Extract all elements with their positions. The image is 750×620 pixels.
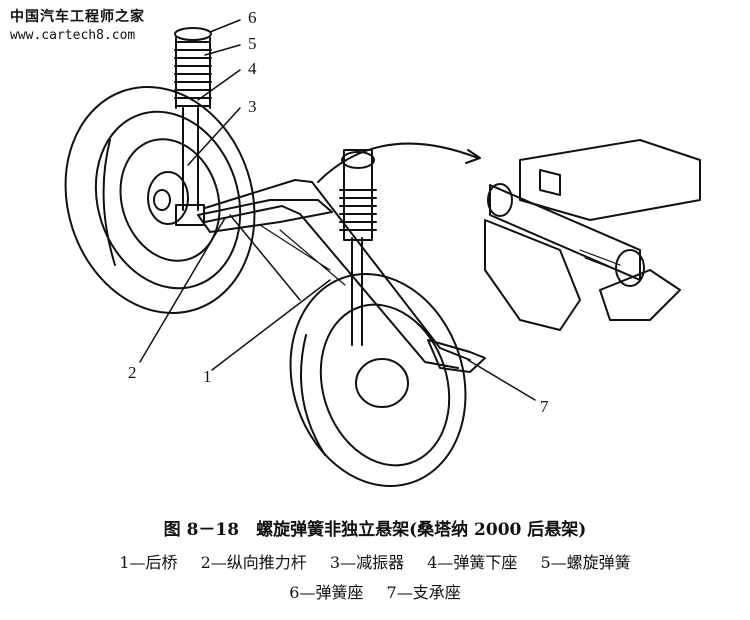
right-coil-spring xyxy=(339,189,377,231)
legend-item-1: 1—后桥 xyxy=(119,553,178,572)
watermark-site-name: 中国汽车工程师之家 xyxy=(10,9,145,25)
legend-row-2: 6—弹簧座 7—支承座 xyxy=(0,579,750,603)
right-shock-absorber xyxy=(343,149,373,346)
legend-item-3: 3—减振器 xyxy=(329,553,405,572)
right-top-spring-seat xyxy=(341,151,375,169)
left-wheel xyxy=(64,85,256,315)
legend-item-4: 4—弹簧下座 xyxy=(427,553,518,572)
suspension-diagram: 6 5 4 3 2 1 7 xyxy=(64,8,701,488)
callout-6: 6 xyxy=(248,8,257,27)
legend-item-2: 2—纵向推力杆 xyxy=(200,553,307,572)
legend-row-1: 1—后桥 2—纵向推力杆 3—减振器 4—弹簧下座 5—螺旋弹簧 xyxy=(0,549,750,573)
leader-lines xyxy=(139,19,536,401)
bushing-detail xyxy=(484,139,701,331)
legend-item-6: 6—弹簧座 xyxy=(289,583,364,602)
right-wheel xyxy=(289,272,467,488)
callout-1: 1 xyxy=(203,367,212,386)
watermark: 中国汽车工程师之家 www.cartech8.com xyxy=(10,6,145,43)
left-shock-absorber xyxy=(175,107,205,226)
callout-3: 3 xyxy=(248,97,257,116)
watermark-url: www.cartech8.com xyxy=(10,28,136,43)
rear-axle-beam xyxy=(204,179,471,369)
callout-4: 4 xyxy=(248,59,257,78)
callout-5: 5 xyxy=(248,34,257,53)
trailing-arm xyxy=(197,199,333,233)
left-coil-spring xyxy=(174,37,212,109)
figure-title: 图 8－18 螺旋弹簧非独立悬架(桑塔纳 2000 后悬架) xyxy=(163,520,587,540)
legend-item-5: 5—螺旋弹簧 xyxy=(540,553,631,572)
legend-item-7: 7—支承座 xyxy=(386,583,461,602)
detail-arrow xyxy=(317,142,479,183)
left-top-spring-seat xyxy=(174,27,212,41)
callout-7: 7 xyxy=(540,397,549,416)
callout-2: 2 xyxy=(128,363,137,382)
